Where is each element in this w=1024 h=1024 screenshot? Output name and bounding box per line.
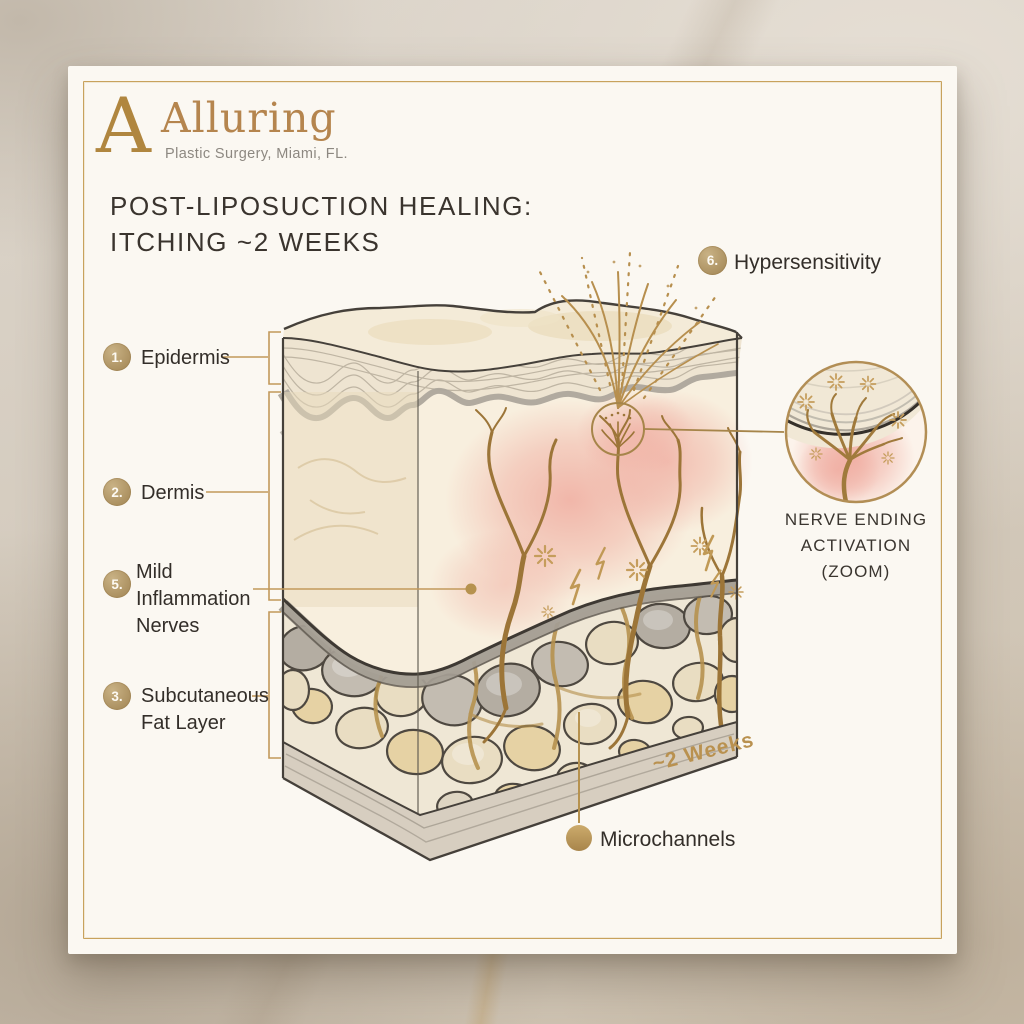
page-title: POST-LIPOSUCTION HEALING: ITCHING ~2 WEE… (110, 188, 533, 260)
zoom-nerve-fan (806, 393, 903, 502)
dermis-watercolor-swirls (293, 458, 407, 541)
inflammation-blush (430, 390, 753, 640)
brand-tagline: Plastic Surgery, Miami, FL. (165, 146, 348, 162)
dermis-bracket (268, 391, 281, 601)
subcutaneous-bracket (268, 611, 281, 759)
zoom-caption-line1: NERVE ENDING (784, 510, 928, 529)
label-subcutaneous: Subcutaneous Fat Layer (141, 683, 269, 737)
label-mild-line3: Nerves (136, 615, 200, 637)
zoom-inset-caption: NERVE ENDING ACTIVATION (ZOOM) (756, 507, 956, 585)
label-epidermis: Epidermis (141, 347, 230, 369)
callout-lines (206, 331, 466, 759)
badge-hypersensitivity: 6. (698, 246, 727, 275)
label-mild-line2: Inflammation (136, 588, 251, 610)
title-line-1: POST-LIPOSUCTION HEALING: (110, 191, 533, 221)
brand-name: Alluring (161, 94, 337, 142)
badge-epidermis: 1. (103, 343, 131, 371)
zoom-caption-line2: ACTIVATION (800, 536, 912, 555)
label-hypersensitivity: Hypersensitivity (734, 251, 882, 274)
epidermis-bracket (268, 331, 281, 385)
dermis-fat-boundary-band (278, 579, 738, 687)
label-mild-line1: Mild (136, 561, 173, 583)
bottom-cut-edge (281, 721, 739, 862)
brand-monogram: A (96, 81, 151, 170)
nerve-highlight-circle (591, 402, 645, 456)
gold-frame-border (83, 81, 942, 939)
label-subcutaneous-line1: Subcutaneous (141, 685, 269, 707)
hypersensitivity-rays (538, 250, 719, 409)
label-subcutaneous-line2: Fat Layer (141, 712, 226, 734)
label-mild-inflammation: Mild Inflammation Nerves (136, 559, 251, 640)
zoom-inset-circle (784, 360, 928, 504)
inflammation-pointer-dot (465, 583, 477, 595)
label-microchannels: Microchannels (600, 828, 736, 851)
microchannels-pointer (566, 712, 592, 851)
badge-mild-inflammation: 5. (103, 570, 131, 598)
zoom-connector-line (644, 428, 785, 433)
subcutaneous-fat-layer (278, 578, 738, 815)
skin-block (277, 299, 753, 862)
label-dermis: Dermis (141, 482, 205, 504)
top-face-skin-surface (283, 300, 742, 372)
zoom-caption-line3: (ZOOM) (821, 562, 891, 581)
badge-subcutaneous: 3. (103, 682, 131, 710)
dermis-layer (283, 376, 753, 681)
badge-dermis: 2. (103, 478, 131, 506)
title-line-2: ITCHING ~2 WEEKS (110, 227, 381, 257)
